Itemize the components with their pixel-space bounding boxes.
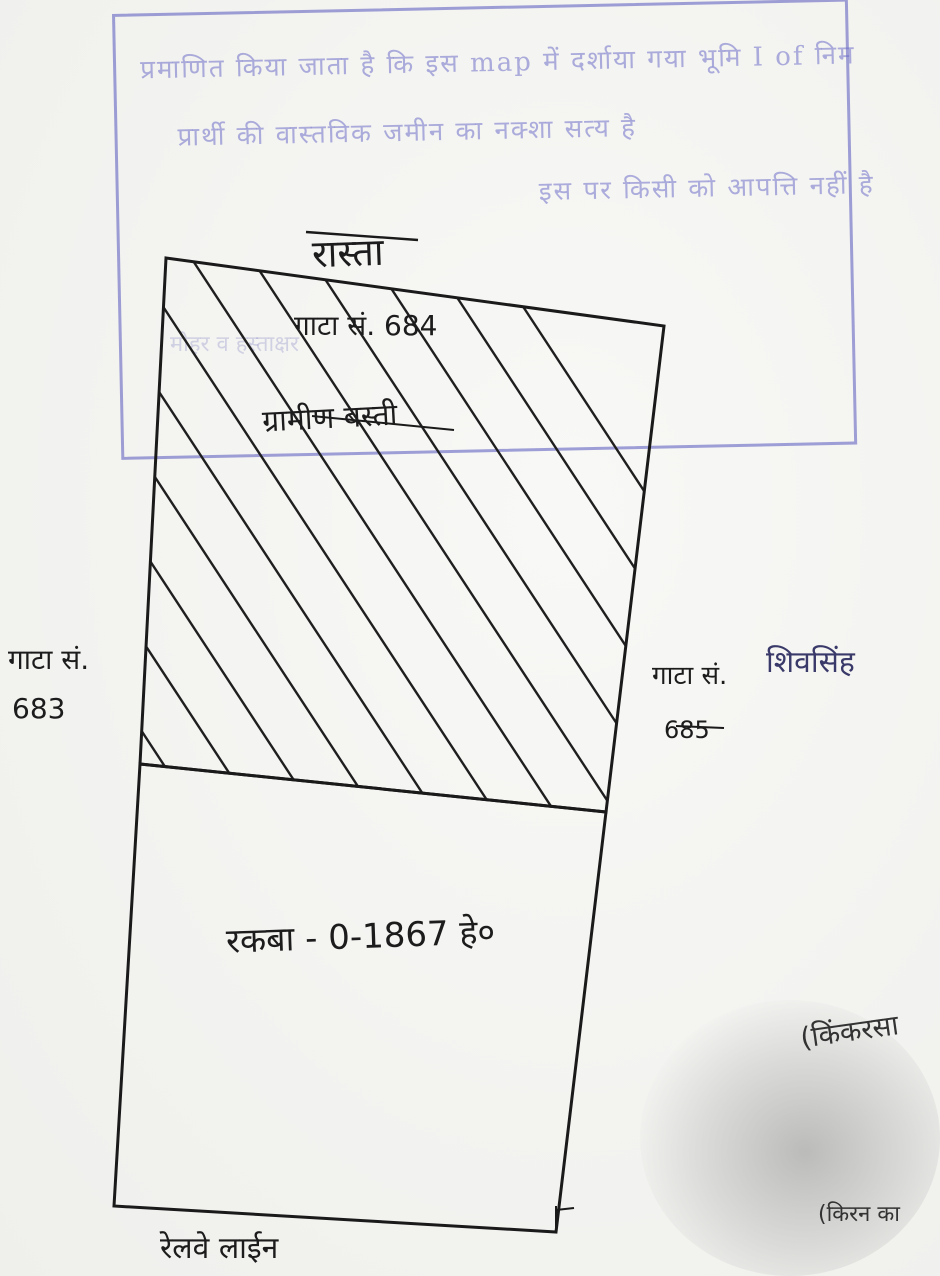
- right-num-underline: [675, 725, 725, 729]
- ink-smudge: [640, 1000, 940, 1276]
- right-owner-name: शिवसिंह: [766, 645, 855, 680]
- south-railway-label: रेलवे लाईन: [160, 1231, 279, 1266]
- area-measurement: रकबा - 0-1867 हे०: [225, 912, 496, 962]
- plot-mid-label: ग्रामीण बस्ती: [261, 397, 399, 440]
- left-plot-number: 683: [12, 692, 66, 725]
- mid-label-underline: [311, 415, 455, 431]
- signature-2: (किरन का: [818, 1202, 900, 1227]
- left-plot-label: गाटा सं.: [8, 643, 90, 676]
- hatched-area: [140, 258, 664, 812]
- main-plot-boundary: [112, 762, 608, 1234]
- north-label-overline: [305, 230, 419, 242]
- right-plot-label: गाटा सं.: [652, 661, 728, 691]
- north-road-label: रास्ता: [311, 229, 385, 277]
- right-plot-number: 685: [664, 716, 710, 744]
- plot-number-684: गाटा सं. 684: [294, 309, 438, 342]
- stamp-ghost-text: मोहर व हस्ताक्षर: [170, 332, 300, 357]
- corner-tick-2: [555, 1207, 575, 1211]
